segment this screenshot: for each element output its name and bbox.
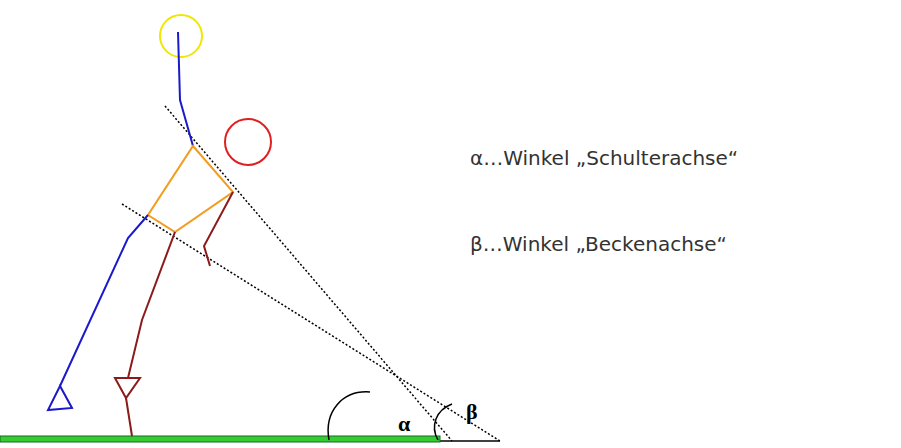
marker-circle [225,119,271,165]
legend-label: α…Winkel „Schulterachse“ [470,147,738,169]
leg-line [60,215,148,386]
beta-arc [434,404,452,440]
foot-line [126,398,132,436]
legend-label: β…Winkel „Beckenachse“ [470,233,727,255]
neck-line [178,32,193,146]
arm-line [204,192,233,266]
pelvis-axis [122,204,500,441]
angle-symbol: α [398,412,410,436]
ski-board [0,436,440,442]
head-circle [160,15,202,57]
shoulder-axis [165,106,452,441]
foot-shape [48,386,72,410]
alpha-arc [328,392,370,440]
angle-symbol: β [466,400,478,424]
torso [148,146,233,232]
leg-line [128,232,175,378]
foot-shape [115,378,140,398]
